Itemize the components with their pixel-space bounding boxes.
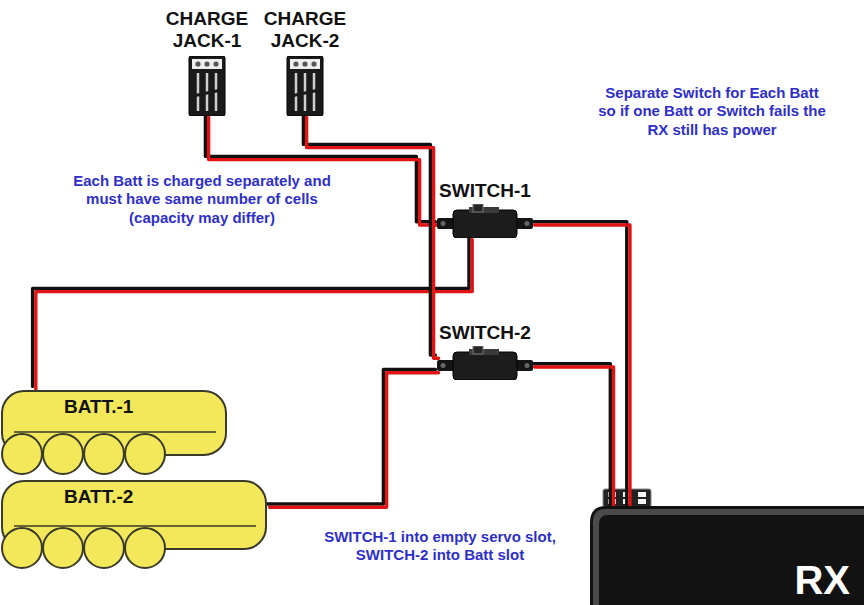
switch-lever [473,346,483,354]
screw-hole [441,363,446,368]
part-picture [187,56,227,116]
negative-wire [531,364,610,505]
part-picture [0,478,268,570]
jack-stripe [295,73,298,111]
jack-stripe [197,73,200,111]
switch-body [453,210,517,238]
jack-pin [302,61,307,66]
jack-pin [204,61,209,66]
part-label: BATT.-1 [64,396,133,418]
cell-end [43,434,83,474]
jack-pin [195,61,200,66]
cell-end [84,434,124,474]
positive-wire [535,225,630,508]
positive-wire [535,367,614,508]
charge-jack: CHARGE JACK-1 [157,8,257,116]
charge-jack: CHARGE JACK-2 [255,8,355,116]
part-label: CHARGE JACK-1 [157,8,257,52]
wire-pair [205,114,438,225]
wire-pair [303,114,438,358]
jack-socket [192,59,222,69]
wire-pair [531,222,630,508]
jack-pin [213,61,218,66]
positive-wire [36,239,472,389]
jack-band [193,90,221,96]
plug-pin [638,492,646,497]
cell-seam [14,431,216,433]
part-label: SWITCH-1 [439,180,531,202]
cell-end [43,528,83,568]
switch: SWITCH-1 [437,180,533,238]
plug-pin [638,499,646,504]
part-label: SWITCH-2 [439,322,531,344]
screw-hole [441,221,446,226]
receiver-case [590,506,864,605]
jack-pin [293,61,298,66]
cell-end [2,528,42,568]
part-picture [437,346,533,380]
note-text: Each Batt is charged separately and must… [68,172,336,227]
jack-housing [189,56,225,116]
cell-end [125,434,165,474]
positive-wire [307,117,439,358]
receiver: RX [590,506,864,605]
screw-hole [525,363,530,368]
wire-pair [266,370,438,508]
wire-pair [33,236,473,389]
part-label: BATT.-2 [64,486,133,508]
note-text: SWITCH-1 into empty servo slot, SWITCH-2… [294,528,586,565]
switch-lever [473,204,483,212]
jack-band [291,90,319,96]
wire-pair [531,364,613,508]
receiver-bevel [593,509,864,605]
part-picture [437,204,533,238]
negative-wire [303,114,435,355]
jack-socket [290,59,320,69]
negative-wire [266,370,435,504]
cell-end [2,434,42,474]
switch-body [453,352,517,380]
part-picture [285,56,325,116]
positive-wire [270,373,439,507]
battery-pack: BATT.-1 [0,388,228,476]
cell-end [84,528,124,568]
jack-housing [287,56,323,116]
switch: SWITCH-2 [437,322,533,380]
screw-hole [525,221,530,226]
note-text: Separate Switch for Each Batt so if one … [598,84,826,139]
part-label: CHARGE JACK-2 [255,8,355,52]
jack-pin [311,61,316,66]
negative-wire [33,236,469,386]
part-label: RX [794,558,850,602]
cell-end [125,528,165,568]
battery-pack: BATT.-2 [0,478,268,570]
cell-seam [14,525,256,527]
